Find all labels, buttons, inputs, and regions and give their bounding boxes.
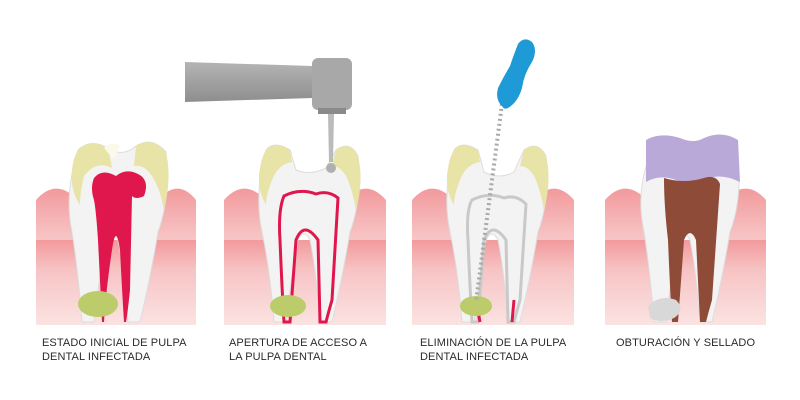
root-filling xyxy=(664,176,720,322)
step-caption-1: ESTADO INICIAL DE PULPA DENTAL INFECTADA xyxy=(42,336,212,364)
caption-line: ESTADO INICIAL DE PULPA xyxy=(42,337,187,349)
caption-line: DENTAL INFECTADA xyxy=(420,351,529,363)
gum-base xyxy=(224,240,386,325)
enamel xyxy=(71,143,112,205)
enamel xyxy=(332,146,361,210)
enamel xyxy=(520,146,549,210)
infection-abscess xyxy=(270,295,306,317)
step-caption-2: APERTURA DE ACCESO A LA PULPA DENTAL xyxy=(229,336,399,364)
open-pulp-chamber xyxy=(278,189,340,324)
endodontic-file-icon xyxy=(474,39,535,303)
gum-base xyxy=(412,240,574,325)
caption-line: ELIMINACIÓN DE LA PULPA xyxy=(420,337,567,349)
caption-line: APERTURA DE ACCESO A xyxy=(229,337,368,349)
caption-line: OBTURACIÓN Y SELLADO xyxy=(616,337,756,349)
gum-base xyxy=(36,240,196,325)
step-caption-3: ELIMINACIÓN DE LA PULPA DENTAL INFECTADA xyxy=(420,336,590,364)
infection-abscess xyxy=(460,296,492,316)
residual-pulp xyxy=(510,299,516,323)
caption-line: DENTAL INFECTADA xyxy=(42,351,151,363)
cleaned-canal xyxy=(466,193,528,324)
infection-abscess xyxy=(78,291,118,317)
dental-drill-icon xyxy=(185,58,352,173)
enamel xyxy=(446,145,480,205)
enamel xyxy=(134,142,169,210)
step-caption-4: OBTURACIÓN Y SELLADO xyxy=(616,336,786,350)
gum-base xyxy=(605,240,766,325)
crown-filling xyxy=(646,134,740,183)
caries xyxy=(104,143,120,160)
enamel xyxy=(258,145,292,205)
infected-pulp xyxy=(92,171,146,322)
healed-area xyxy=(648,298,681,321)
panel-access-opening xyxy=(185,58,386,325)
caption-line: LA PULPA DENTAL xyxy=(229,351,327,363)
panel-infected-tooth xyxy=(36,141,196,325)
panel-pulp-removal xyxy=(412,39,574,325)
panel-filling-sealing xyxy=(605,134,766,325)
